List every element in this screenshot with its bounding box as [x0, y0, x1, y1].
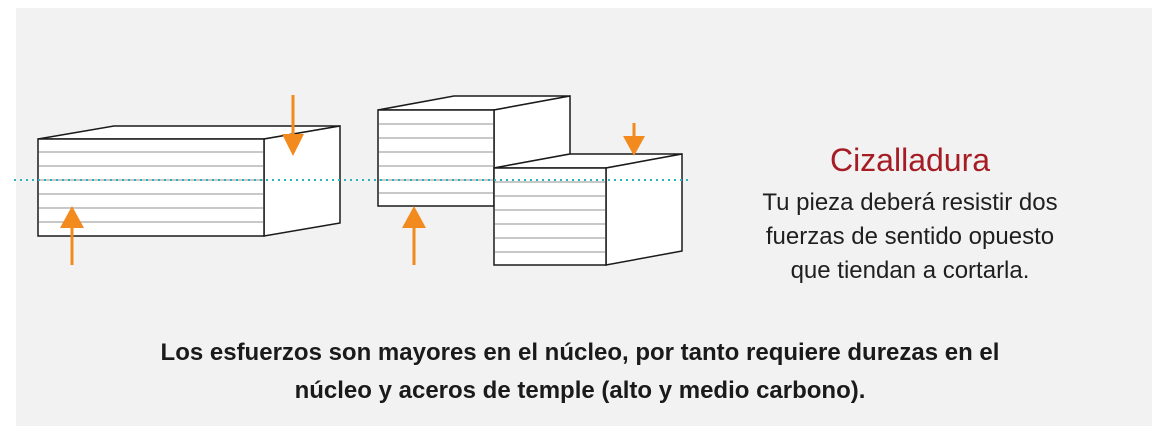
sheared-lower-layers	[495, 181, 605, 253]
description-line: Tu pieza deberá resistir dos	[762, 189, 1058, 216]
force-arrow-down-right	[623, 123, 645, 156]
description-line: que tiendan a cortarla.	[790, 257, 1030, 284]
diagram-description: Tu pieza deberá resistir dos fuerzas de …	[720, 186, 1100, 288]
footer-line: Los esfuerzos son mayores en el núcleo, …	[160, 339, 1000, 366]
force-arrow-up-left	[60, 206, 84, 265]
sheared-lower-front-face	[493, 167, 607, 266]
diagram-title: Cizalladura	[829, 142, 991, 178]
footer-line: núcleo y aceros de temple (alto y medio …	[294, 377, 866, 404]
sheared-upper-front-face	[377, 109, 495, 207]
sheared-block-lower	[493, 153, 683, 266]
intact-block	[37, 125, 341, 237]
sheared-lower-side-face	[605, 153, 683, 266]
force-arrow-down-left	[282, 95, 304, 156]
footer-note: Los esfuerzos son mayores en el núcleo, …	[0, 334, 1160, 410]
intact-block-layers	[39, 151, 263, 223]
description-line: fuerzas de sentido opuesto	[765, 223, 1055, 250]
force-arrow-up-right	[402, 206, 426, 265]
